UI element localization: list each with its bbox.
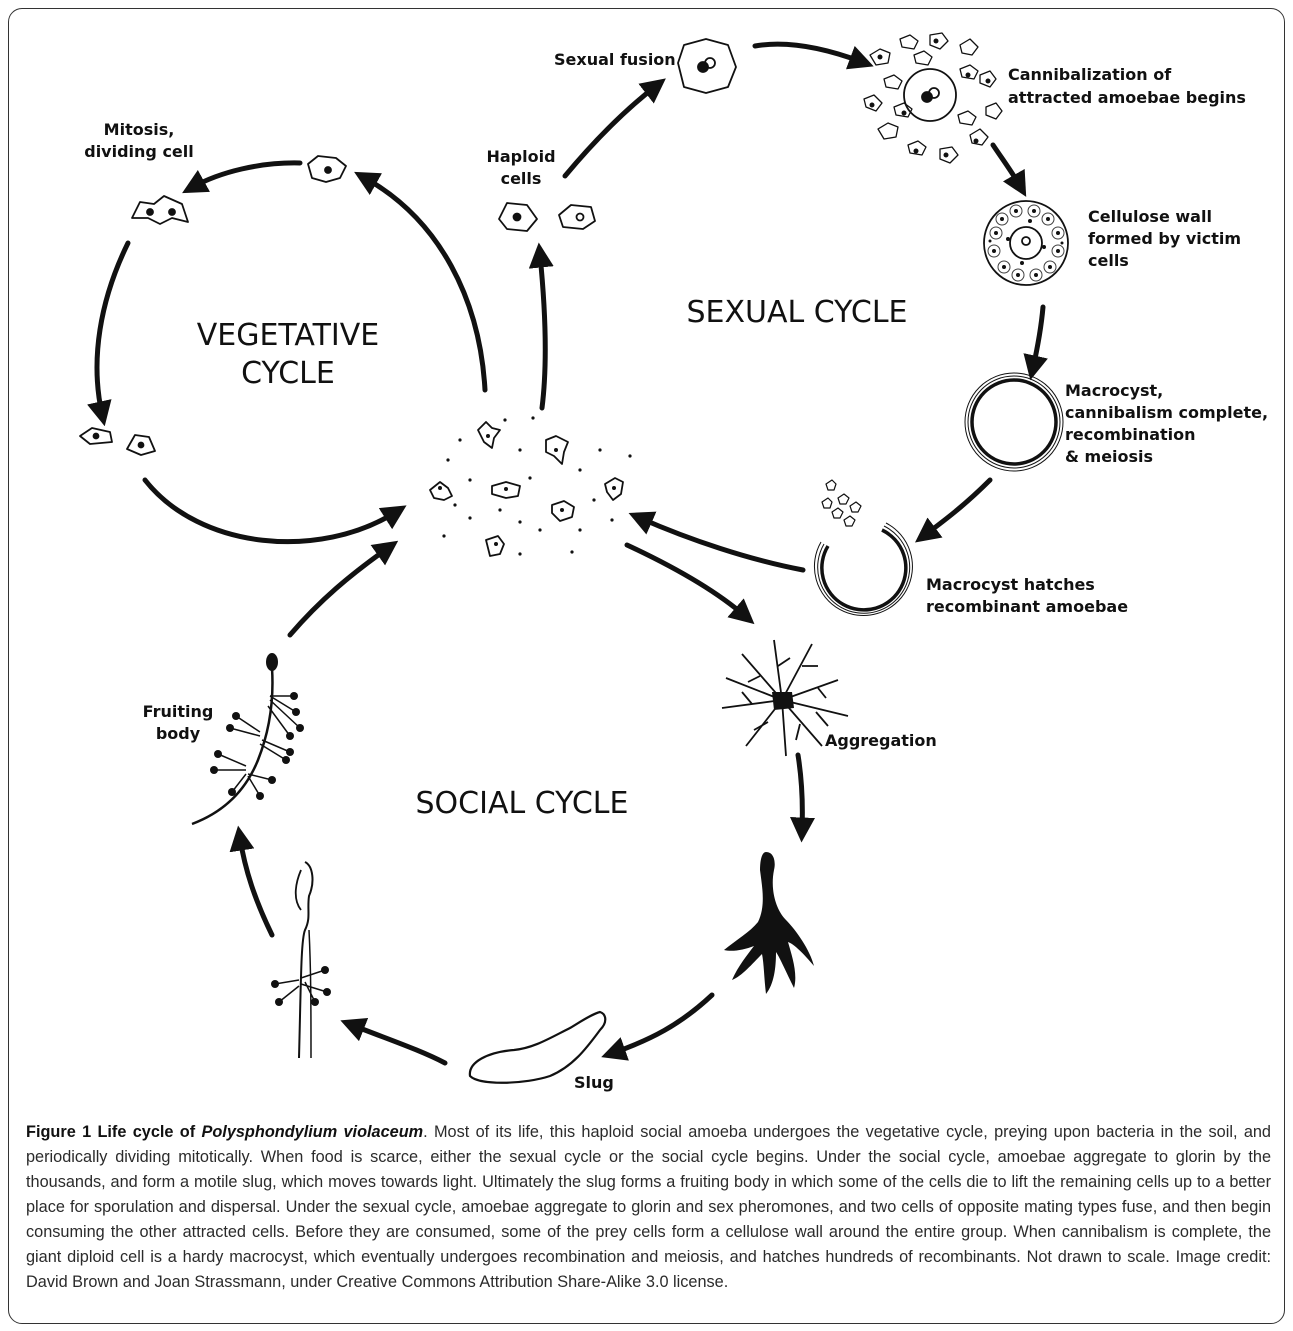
amoeba-cell — [307, 155, 347, 183]
daughter-cell — [79, 427, 113, 445]
figure-frame — [8, 8, 1285, 1324]
label-cellulose-line1: Cellulose wall — [1088, 207, 1212, 226]
haploid-cell — [558, 204, 596, 230]
label-hatches-line1: Macrocyst hatches — [926, 575, 1095, 594]
label-fruiting-line2: body — [156, 724, 201, 743]
caption-period: . — [423, 1123, 428, 1141]
arrow-to-cellulose — [990, 142, 1027, 197]
arrow-to-haploid — [528, 242, 554, 411]
label-fruiting-line1: Fruiting — [143, 702, 214, 721]
label-cellulose-line3: cells — [1088, 251, 1129, 270]
daughter-cell — [126, 434, 156, 456]
hatching-macrocyst — [813, 479, 913, 616]
caption-figure-label: Figure 1 Life cycle of — [26, 1123, 202, 1141]
arrow-veg-left — [87, 240, 131, 427]
arrow-to-mound — [790, 752, 815, 843]
label-macrocyst-line3: recombination — [1065, 425, 1196, 444]
fusion-cell — [677, 38, 737, 94]
arrow-to-slug — [601, 992, 715, 1061]
label-mitosis-line1: Mitosis, — [104, 120, 175, 139]
arrow-veg-bottom — [142, 477, 407, 545]
label-hatches-line2: recombinant amoebae — [926, 597, 1128, 616]
label-aggregation: Aggregation — [825, 731, 937, 750]
arrow-to-macrocyst — [1023, 304, 1048, 381]
arrow-to-culminant — [340, 1017, 448, 1066]
arrow-veg-up — [354, 171, 488, 393]
figure-caption: Figure 1 Life cycle of Polysphondylium v… — [26, 1120, 1271, 1295]
vegetative-cycle-title-line1: VEGETATIVE — [197, 318, 380, 353]
label-cannibalization-line1: Cannibalization of — [1008, 65, 1172, 84]
label-macrocyst-line4: & meiosis — [1065, 447, 1153, 466]
arrow-to-cannibal — [752, 41, 874, 70]
arrow-hatch-to-center — [628, 511, 806, 573]
illustrations — [79, 32, 1069, 1084]
arrow-to-fruiting — [229, 825, 275, 938]
sexual-cycle-title: SEXUAL CYCLE — [686, 295, 907, 330]
cycle-arrows — [87, 41, 1048, 1066]
haploid-cell — [498, 202, 538, 232]
label-slug: Slug — [574, 1073, 614, 1092]
label-sexual-fusion: Sexual fusion — [554, 50, 676, 69]
arrow-fruiting-to-center — [287, 540, 399, 638]
label-mitosis-line2: dividing cell — [84, 142, 194, 161]
arrow-to-hatch — [915, 477, 993, 543]
arrow-to-fusion — [562, 78, 666, 179]
arrow-to-aggregation — [624, 542, 755, 625]
aggregation-streams — [721, 639, 849, 757]
cannibalization-cluster — [863, 32, 1003, 164]
fruiting-body — [191, 653, 304, 826]
label-haploid-line1: Haploid — [486, 147, 555, 166]
scattered-amoebae — [429, 416, 632, 557]
label-cannibalization-line2: attracted amoebae begins — [1008, 88, 1246, 107]
label-macrocyst-line1: Macrocyst, — [1065, 381, 1163, 400]
dividing-cell — [131, 195, 189, 225]
culminant — [271, 861, 331, 1059]
cellulose-wall — [983, 200, 1069, 286]
mound — [724, 852, 814, 994]
caption-species: Polysphondylium violaceum — [201, 1123, 424, 1141]
slug — [468, 1010, 607, 1084]
vegetative-cycle-title-line2: CYCLE — [241, 356, 335, 391]
macrocyst — [964, 372, 1064, 472]
social-cycle-title: SOCIAL CYCLE — [416, 786, 629, 821]
label-cellulose-line2: formed by victim — [1088, 229, 1241, 248]
caption-body: Most of its life, this haploid social am… — [26, 1123, 1271, 1291]
arrow-veg-top — [182, 160, 303, 194]
label-haploid-line2: cells — [501, 169, 542, 188]
life-cycle-diagram: VEGETATIVE CYCLE SEXUAL CYCLE SOCIAL CYC… — [79, 32, 1268, 1092]
label-macrocyst-line2: cannibalism complete, — [1065, 403, 1268, 422]
